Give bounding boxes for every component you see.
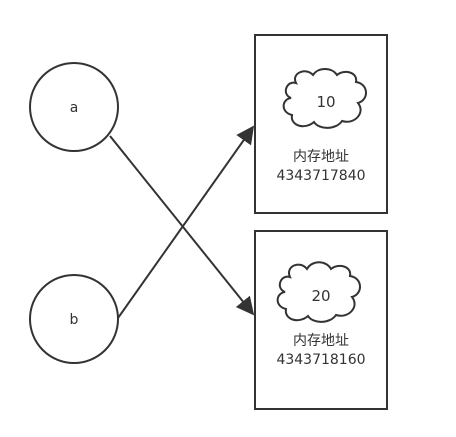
cloud-shape-1 xyxy=(282,68,367,129)
variable-node-b: b xyxy=(29,274,119,364)
memory-block-1-box xyxy=(254,34,388,214)
variable-node-a: a xyxy=(29,62,119,152)
variable-label-b: b xyxy=(70,312,79,328)
memory-block-2: 20 内存地址 4343718160 xyxy=(254,230,388,410)
memory-address-2: 4343718160 xyxy=(276,352,365,368)
arrow-b-to-block-1 xyxy=(117,125,255,319)
memory-label-2: 内存地址 xyxy=(293,333,349,349)
memory-address-1: 4343717840 xyxy=(276,168,365,184)
variable-circle-b xyxy=(29,274,119,364)
memory-value-2: 20 xyxy=(311,287,330,305)
variable-label-a: a xyxy=(70,100,79,116)
cloud-shape-2 xyxy=(276,261,361,323)
memory-block-1: 10 内存地址 4343717840 xyxy=(254,34,388,214)
memory-value-1: 10 xyxy=(316,93,335,111)
variable-circle-a xyxy=(29,62,119,152)
memory-label-1: 内存地址 xyxy=(293,149,349,165)
arrow-a-to-block-2 xyxy=(109,135,255,316)
